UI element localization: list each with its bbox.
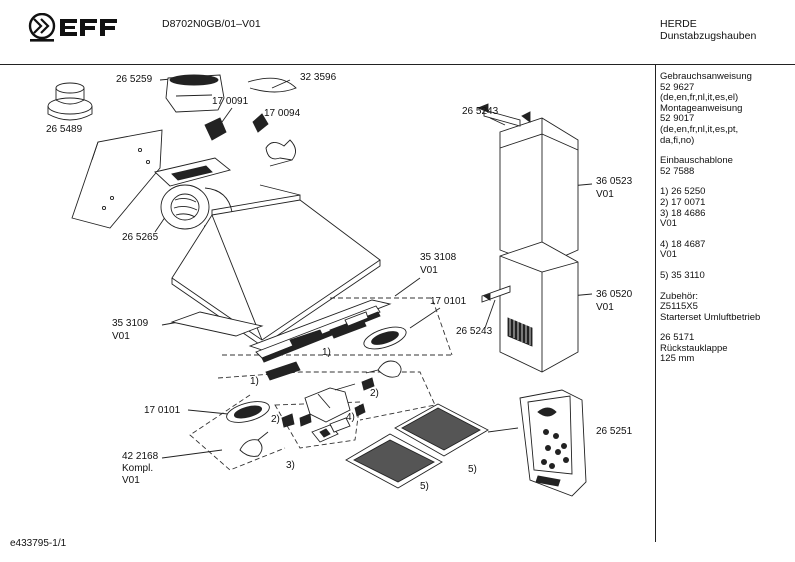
- side-panel-line: da,fi,no): [660, 134, 695, 146]
- callout-35-3109-version: V01: [112, 331, 130, 342]
- callout-26-5489: 26 5489: [46, 124, 83, 135]
- callout-26-5243-bottom: 26 5243: [456, 326, 493, 337]
- callout-17-0091: 17 0091: [212, 96, 249, 107]
- category-title: HERDE: [660, 18, 697, 30]
- side-panel-line: 52 9017: [660, 113, 695, 125]
- side-panel-line: [660, 282, 760, 292]
- header-divider: [0, 64, 795, 65]
- callout-36-0523-version: V01: [596, 189, 614, 200]
- side-panel-line: Einbauschablone: [660, 155, 733, 167]
- callout-note-5-lower: 5): [420, 481, 429, 492]
- side-panel-divider: [655, 64, 656, 542]
- callout-35-3109: 35 3109: [112, 318, 149, 329]
- callout-26-5265: 26 5265: [122, 232, 159, 243]
- callout-note-2-right: 2): [370, 388, 379, 399]
- side-panel-line: (de,en,fr,nl,it,es,pt,: [660, 123, 739, 135]
- side-panel-line: V01: [660, 218, 677, 230]
- side-panel-line: 125 mm: [660, 353, 695, 365]
- callout-36-0520: 36 0520: [596, 289, 633, 300]
- side-panel-line: Z5115X5: [660, 301, 698, 313]
- callout-note-2-left: 2): [271, 414, 280, 425]
- callout-42-2168: 42 2168: [122, 451, 159, 462]
- callout-26-5259: 26 5259: [116, 74, 153, 85]
- callout-26-5251: 26 5251: [596, 426, 633, 437]
- side-panel-line: 1) 26 5250: [660, 186, 706, 198]
- side-panel-line: Montageanweisung: [660, 102, 743, 114]
- side-panel-line: 3) 18 4686: [660, 207, 706, 219]
- callout-note-4: 4): [346, 412, 355, 423]
- callout-32-3596: 32 3596: [300, 72, 337, 83]
- side-panel-line: Rückstauklappe: [660, 342, 728, 354]
- callout-17-0101-top: 17 0101: [430, 296, 467, 307]
- callout-35-3108: 35 3108: [420, 252, 457, 263]
- callout-36-0520-version: V01: [596, 302, 614, 313]
- side-panel-line: (de,en,fr,nl,it,es,el): [660, 92, 739, 104]
- neff-logo: [28, 13, 117, 42]
- side-panel-line: 52 9627: [660, 81, 695, 93]
- callout-note-1-upper: 1): [322, 347, 331, 358]
- side-panel-line: Starterset Umluftbetrieb: [660, 311, 761, 323]
- side-panel-line: 52 7588: [660, 165, 695, 177]
- side-panel-line: 4) 18 4687: [660, 238, 706, 250]
- side-panel-line: Gebrauchsanweisung: [660, 71, 752, 82]
- side-panel-line: 5) 35 3110: [660, 269, 705, 281]
- callout-35-3108-version: V01: [420, 265, 438, 276]
- subcategory-title: Dunstabzugshauben: [660, 30, 757, 42]
- side-panel-line: Zubehör:: [660, 290, 699, 302]
- side-panel-line: 26 5171: [660, 332, 695, 344]
- drawing-id: e433795-1/1: [10, 538, 67, 549]
- callout-note-3: 3): [286, 460, 295, 471]
- callout-26-5243-top: 26 5243: [462, 106, 499, 117]
- callout-42-2168-version: V01: [122, 475, 140, 486]
- callout-36-0523: 36 0523: [596, 176, 633, 187]
- side-panel-line: 2) 17 0071: [660, 196, 706, 208]
- callout-17-0094: 17 0094: [264, 108, 301, 119]
- exploded-parts-drawing: [47, 74, 593, 497]
- callout-17-0101-bottom: 17 0101: [144, 405, 181, 416]
- side-panel-line: V01: [660, 249, 677, 261]
- callout-note-1-lower: 1): [250, 376, 259, 387]
- callout-note-5-right: 5): [468, 464, 477, 475]
- model-code: D8702N0GB/01–V01: [162, 18, 261, 30]
- callout-42-2168-kompl: Kompl.: [122, 463, 154, 474]
